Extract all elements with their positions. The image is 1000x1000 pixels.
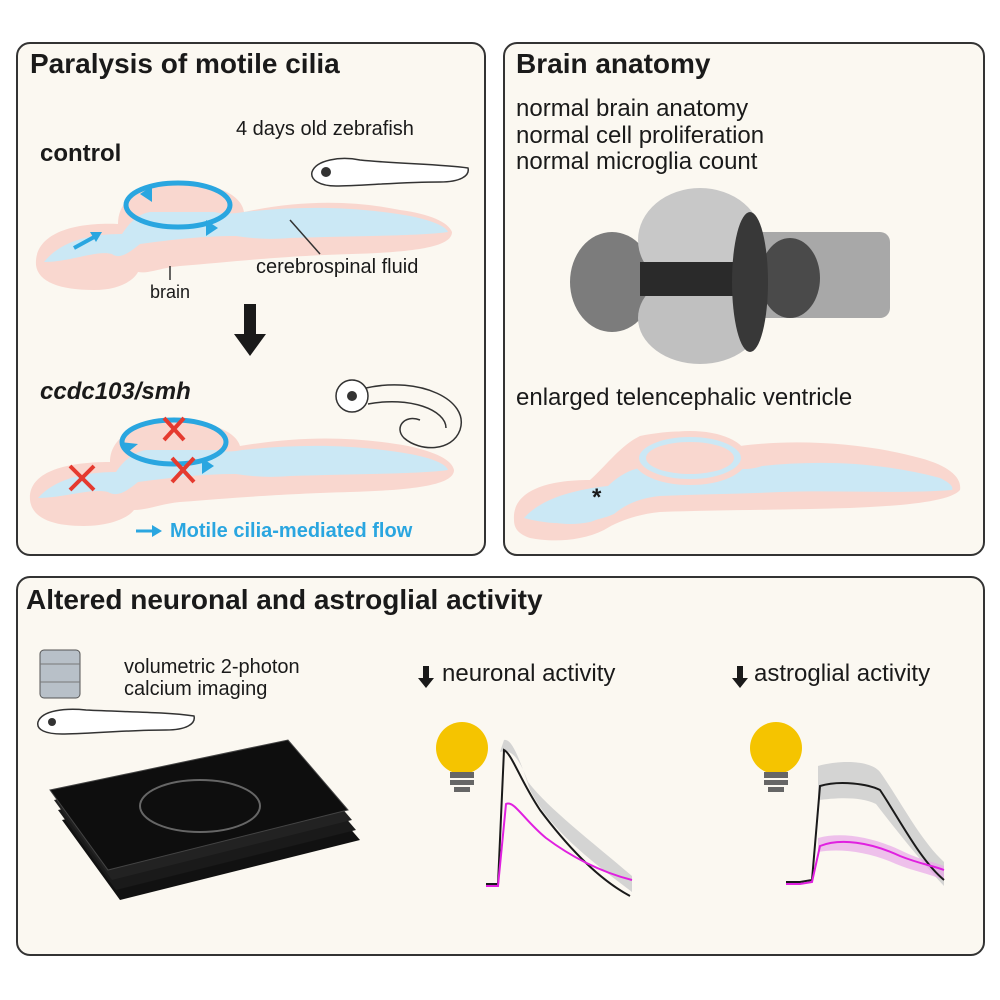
imaging-stack: [49, 739, 360, 900]
control-label: control: [40, 140, 122, 167]
finding-3: normal microglia count: [516, 148, 758, 175]
finding-1: normal brain anatomy: [516, 95, 749, 122]
flow-arrow-icon: [136, 525, 162, 537]
curled-larva-icon: [335, 379, 463, 449]
ventricle-asterisk: *: [592, 484, 602, 511]
finding-2: normal cell proliferation: [516, 122, 765, 149]
down-arrow-icon: [732, 666, 748, 688]
control-brain-diagram: [35, 180, 453, 290]
objective-lens-icon: [39, 649, 81, 699]
enlarged-ventricle-diagram: [513, 431, 961, 541]
imaging-line-1: volumetric 2-photon: [124, 656, 300, 678]
ventricle-label: enlarged telencephalic ventricle: [516, 384, 853, 411]
fish-age-label: 4 days old zebrafish: [236, 118, 414, 140]
neuronal-trace-plot: [486, 739, 633, 897]
mutant-brain-diagram: [29, 416, 455, 526]
block-x-icon: [170, 456, 196, 484]
down-arrow-icon: [418, 666, 434, 688]
lightbulb-icon: [750, 722, 802, 792]
brain-label: brain: [150, 282, 191, 302]
csf-label: cerebrospinal fluid: [256, 256, 419, 278]
block-x-icon: [162, 416, 186, 442]
neuronal-label: neuronal activity: [442, 660, 616, 687]
block-x-icon: [68, 464, 96, 492]
lightbulb-icon: [436, 722, 488, 792]
brain-micrograph: [570, 188, 890, 364]
panel-cilia-title: Paralysis of motile cilia: [30, 48, 340, 79]
astroglial-label: astroglial activity: [754, 660, 931, 687]
down-arrow-icon: [234, 304, 266, 356]
larva-icon: [37, 708, 195, 735]
imaging-line-2: calcium imaging: [124, 678, 268, 700]
panel-activity-title: Altered neuronal and astroglial activity: [26, 584, 543, 615]
flow-legend-label: Motile cilia-mediated flow: [170, 520, 413, 542]
panel-anatomy-title: Brain anatomy: [516, 48, 711, 79]
larva-icon: [311, 157, 469, 187]
mutant-label: ccdc103/smh: [40, 378, 191, 405]
astroglial-trace-plot: [786, 762, 945, 886]
